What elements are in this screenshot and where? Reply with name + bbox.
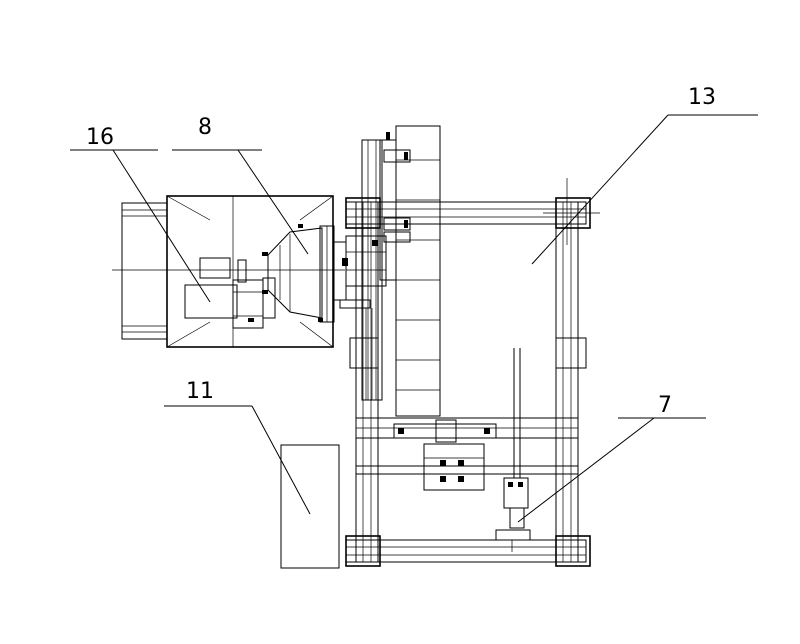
motor <box>184 257 276 329</box>
rod-assembly <box>495 348 531 552</box>
label-7: 7 <box>658 393 672 418</box>
box-11 <box>280 444 340 569</box>
cylinder-assembly <box>393 419 497 491</box>
label-11: 11 <box>186 379 214 404</box>
label-8: 8 <box>198 115 212 140</box>
label-16: 16 <box>86 125 114 150</box>
vertical-carriage <box>339 125 441 417</box>
label-13: 13 <box>688 85 716 110</box>
leader-lines <box>70 114 758 523</box>
left-housing <box>112 195 345 348</box>
